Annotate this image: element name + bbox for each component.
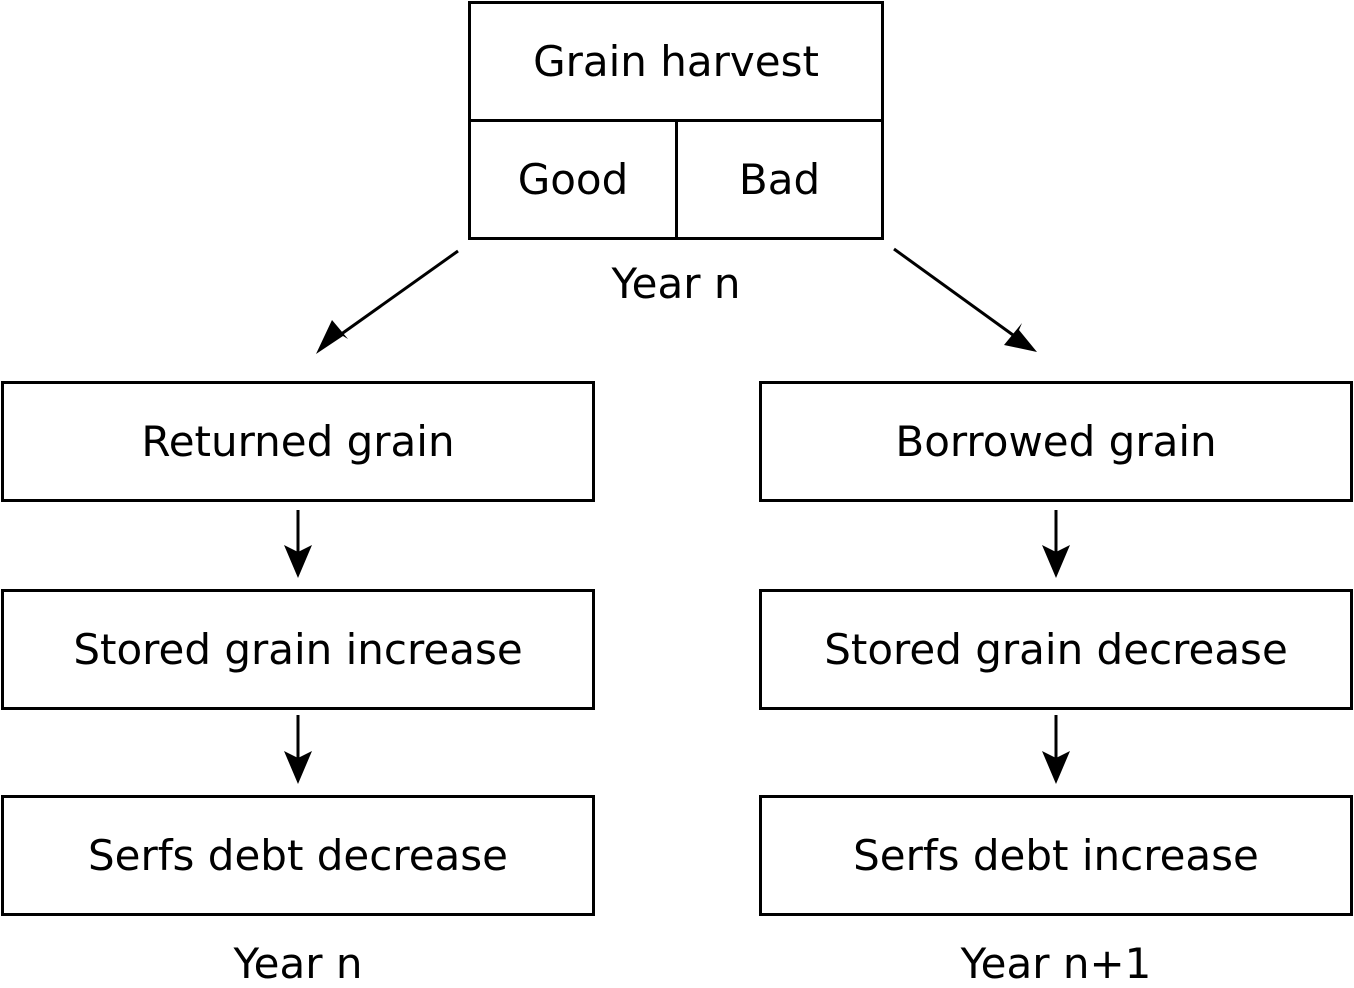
returned-grain-box: Returned grain — [1, 381, 595, 502]
borrowed-grain-box: Borrowed grain — [759, 381, 1353, 502]
stored-grain-decrease-label: Stored grain decrease — [824, 624, 1288, 674]
good-label: Good — [517, 154, 629, 204]
stored-grain-increase-box: Stored grain increase — [1, 589, 595, 710]
arrow-good-to-returned — [316, 249, 459, 354]
serfs-debt-increase-label: Serfs debt increase — [853, 830, 1259, 880]
arrow-stored-to-serfs-left — [284, 715, 312, 784]
bad-label: Bad — [738, 154, 821, 204]
left-year-label: Year n — [233, 939, 363, 988]
arrow-stored-to-serfs-right — [1042, 715, 1070, 784]
right-year-label: Year n+1 — [960, 939, 1152, 988]
stored-grain-decrease-box: Stored grain decrease — [759, 589, 1353, 710]
grain-harvest-title: Grain harvest — [533, 36, 819, 86]
returned-grain-label: Returned grain — [141, 416, 455, 466]
arrow-bad-to-borrowed — [893, 247, 1037, 352]
good-harvest-box: Good — [468, 119, 678, 240]
bad-harvest-box: Bad — [675, 119, 884, 240]
borrowed-grain-label: Borrowed grain — [895, 416, 1217, 466]
arrow-returned-to-stored — [284, 510, 312, 578]
top-year-label: Year n — [611, 259, 741, 308]
arrow-borrowed-to-stored — [1042, 510, 1070, 578]
serfs-debt-decrease-box: Serfs debt decrease — [1, 795, 595, 916]
grain-harvest-box: Grain harvest — [468, 1, 884, 122]
stored-grain-increase-label: Stored grain increase — [73, 624, 523, 674]
serfs-debt-increase-box: Serfs debt increase — [759, 795, 1353, 916]
serfs-debt-decrease-label: Serfs debt decrease — [88, 830, 508, 880]
